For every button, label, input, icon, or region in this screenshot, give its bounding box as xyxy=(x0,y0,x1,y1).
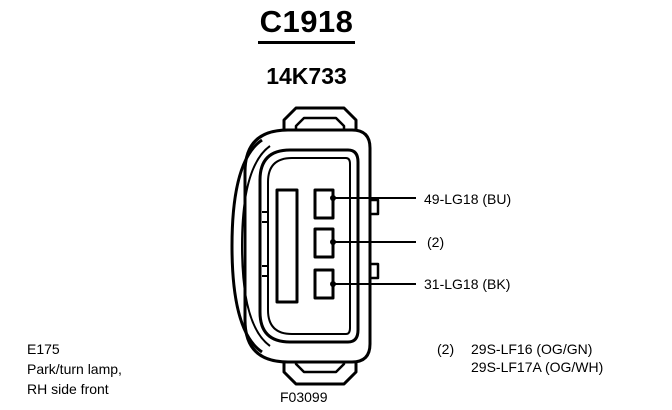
connector-face-inner xyxy=(267,157,351,335)
part-number: 14K733 xyxy=(266,63,347,89)
connector-title: C1918 xyxy=(0,4,613,44)
pin-3-circuit-label: 31-LG18 (BK) xyxy=(424,276,511,292)
connector-id: E175 xyxy=(27,341,60,357)
leader-dot-pin-3 xyxy=(330,281,336,287)
left-side-tab-bottom xyxy=(262,265,269,277)
side-lock-arm-inner xyxy=(241,145,271,347)
right-side-tab-bottom xyxy=(370,262,380,280)
connector-description-line-1: Park/turn lamp, xyxy=(27,361,122,377)
pin-cavity-1 xyxy=(313,188,335,220)
figure-code: F03099 xyxy=(280,389,328,405)
leader-dot-pin-1 xyxy=(330,195,336,201)
pin-1-circuit-label: 49-LG18 (BU) xyxy=(424,191,512,207)
side-lock-arm xyxy=(230,138,263,354)
note-line-2: 29S-LF17A (OG/WH) xyxy=(471,359,604,375)
pin-2-circuit-label: (2) xyxy=(427,234,445,250)
leader-dot-pin-2 xyxy=(330,239,336,245)
left-side-tab-top xyxy=(262,211,269,223)
connector-face xyxy=(258,148,360,344)
note-marker: (2) xyxy=(437,341,455,357)
connector-code: C1918 xyxy=(257,4,356,44)
bottom-latch-tab xyxy=(282,332,358,386)
right-side-tab-top xyxy=(370,198,380,216)
note-line-1: 29S-LF16 (OG/GN) xyxy=(471,341,593,357)
top-latch-tab xyxy=(282,106,358,160)
keying-slot xyxy=(275,188,299,304)
connector-description-line-2: RH side front xyxy=(27,381,109,397)
